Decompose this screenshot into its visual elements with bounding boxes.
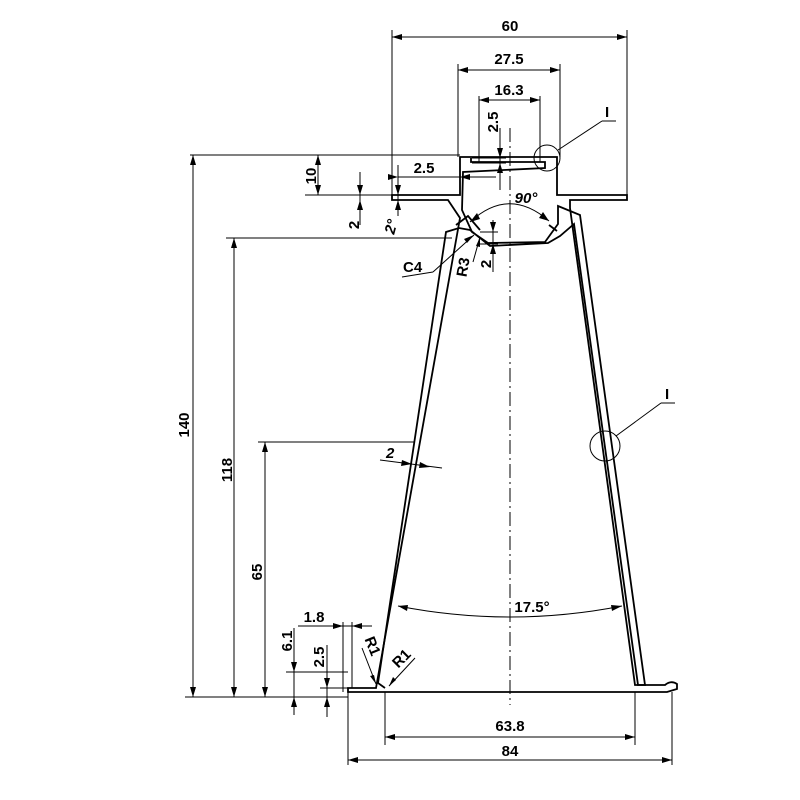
dim-10: 10 bbox=[190, 154, 460, 196]
dim-60-label: 60 bbox=[502, 18, 519, 35]
dim-16-3-label: 16.3 bbox=[494, 82, 523, 99]
dim-84: 84 bbox=[347, 692, 673, 765]
dim-wall-thickness: 2 bbox=[379, 445, 443, 469]
dim-10-label: 10 bbox=[303, 168, 320, 185]
dim-63-8-label: 63.8 bbox=[495, 718, 524, 735]
dim-foot-2-5: 2.5 bbox=[311, 645, 348, 717]
fillet-r1-right-label: R1 bbox=[389, 646, 415, 672]
dim-taper-angle-label: 17.5° bbox=[514, 599, 549, 616]
dim-140: 140 bbox=[176, 155, 348, 698]
dim-16-3: 16.3 bbox=[478, 82, 541, 162]
dim-140-label: 140 bbox=[176, 412, 193, 437]
fillet-r3: R3 bbox=[454, 236, 481, 278]
dim-65: 65 bbox=[249, 441, 415, 697]
dim-1-8-label: 1.8 bbox=[304, 609, 325, 626]
fillet-r1-left-label: R1 bbox=[361, 634, 384, 658]
detail-wall: I bbox=[589, 386, 675, 462]
detail-top-label: I bbox=[605, 104, 609, 121]
dim-flange-2: 2 bbox=[346, 172, 363, 229]
dim-v-depth-label: 2 bbox=[478, 260, 495, 268]
dim-84-label: 84 bbox=[502, 743, 519, 760]
dim-27-5: 27.5 bbox=[457, 51, 561, 157]
detail-top: I bbox=[533, 104, 616, 172]
dim-118: 118 bbox=[219, 237, 452, 697]
chamfer-c4-label: C4 bbox=[403, 259, 423, 276]
fillet-r1-left: R1 bbox=[361, 634, 384, 685]
dim-2-5-vertical-label: 2.5 bbox=[485, 112, 502, 133]
dim-wall-thickness-label: 2 bbox=[385, 445, 395, 462]
dim-2-5-horizontal-label: 2.5 bbox=[414, 160, 435, 177]
dim-taper-angle: 17.5° bbox=[397, 599, 623, 618]
chamfer-c4: C4 bbox=[401, 234, 475, 278]
fillet-r3-label: R3 bbox=[454, 256, 474, 278]
dim-2-5-horizontal: 2.5 bbox=[388, 160, 496, 215]
profile-outline bbox=[347, 156, 678, 693]
dim-6-1-label: 6.1 bbox=[279, 631, 296, 652]
dim-draft-angle-label: 2° bbox=[381, 217, 402, 237]
dim-1-8: 1.8 bbox=[298, 609, 372, 692]
dim-6-1: 6.1 bbox=[279, 628, 348, 715]
detail-wall-label: I bbox=[665, 386, 669, 403]
dim-27-5-label: 27.5 bbox=[494, 51, 523, 68]
dim-v-depth: 2 bbox=[478, 220, 498, 272]
dim-draft-angle: 2° bbox=[381, 185, 402, 237]
dim-v-angle: 90° bbox=[469, 190, 550, 223]
dim-2-5-vertical: 2.5 bbox=[472, 112, 506, 190]
dim-118-label: 118 bbox=[219, 458, 236, 482]
dim-60: 60 bbox=[391, 18, 628, 195]
dim-flange-2-label: 2 bbox=[346, 221, 363, 229]
dim-v-angle-label: 90° bbox=[515, 190, 539, 207]
dim-65-label: 65 bbox=[249, 564, 266, 581]
fillet-r1-right: R1 bbox=[388, 646, 416, 687]
dim-foot-2-5-label: 2.5 bbox=[311, 647, 328, 668]
dim-63-8: 63.8 bbox=[384, 692, 636, 745]
